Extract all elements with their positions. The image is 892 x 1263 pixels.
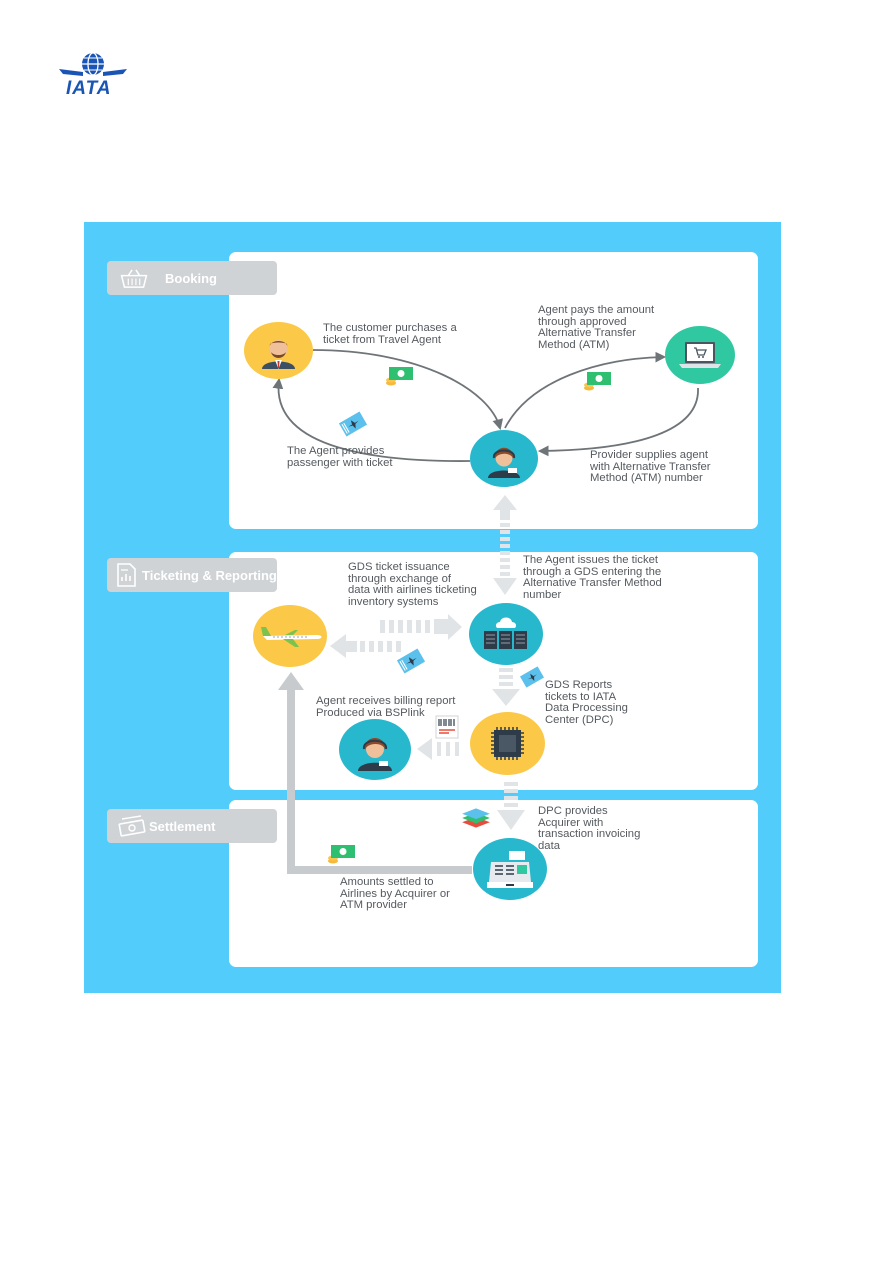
- arrow-agent-to-laptop: [504, 351, 667, 429]
- laptop-cart-icon: [679, 342, 721, 368]
- booking-label-text: Booking: [165, 271, 217, 286]
- billing-report-text: Agent receives billing report Produced v…: [316, 695, 456, 719]
- businessman-icon: [262, 340, 295, 369]
- arrow-chip-to-agent: [417, 738, 459, 760]
- amounts-settled-text: Amounts settled to Airlines by Acquirer …: [340, 876, 450, 912]
- ticketing-label: Ticketing & Reporting: [107, 558, 277, 592]
- arrow-agent-gds: [493, 495, 517, 595]
- agent-pays-text: Agent pays the amount through approved A…: [538, 304, 655, 351]
- money-icon: [386, 367, 413, 386]
- gds-issuance-text: GDS ticket issuance through exchange of …: [348, 561, 477, 608]
- plane-ticket-icon: [339, 411, 367, 437]
- arrow-laptop-to-agent: [537, 387, 699, 457]
- travel-agent-circle: [470, 430, 538, 487]
- provider-supplies-text: Provider supplies agent with Alternative…: [590, 449, 711, 485]
- booking-label: Booking: [107, 261, 277, 295]
- airplane-circle: [253, 605, 327, 667]
- dpc-chip-circle: [470, 712, 545, 775]
- money-icon: [328, 845, 355, 864]
- gds-reports-text: GDS Reports tickets to IATA Data Process…: [545, 679, 628, 726]
- arrow-airplane-from-gds: [330, 634, 401, 658]
- arrow-customer-to-agent: [312, 349, 504, 431]
- settlement-label: Settlement: [107, 809, 277, 843]
- gds-circle: [469, 603, 543, 665]
- arrow-agent-to-customer: [272, 377, 471, 462]
- money-icon: [584, 372, 611, 391]
- airplane-icon: [261, 627, 322, 647]
- arrow-register-to-airplane: [287, 688, 472, 874]
- layer-stack-icon: [462, 808, 490, 828]
- basket-icon: [120, 269, 148, 288]
- travel-agent-icon: [488, 447, 520, 478]
- billing-agent-circle: [339, 719, 411, 780]
- arrow-gds-to-chip: [492, 668, 520, 706]
- barcode-report-icon: [435, 715, 459, 739]
- iata-logo-text: IATA: [66, 78, 112, 99]
- cash-register-circle: [473, 838, 547, 900]
- settlement-label-text: Settlement: [149, 819, 216, 834]
- cloud-server-icon: [484, 617, 527, 649]
- report-document-icon: [117, 563, 136, 587]
- cash-register-icon: [487, 851, 533, 888]
- plane-ticket-icon: [397, 648, 425, 674]
- arrow-chip-to-register: [497, 782, 525, 830]
- billing-agent-icon: [358, 738, 392, 771]
- cash-bills-icon: [118, 815, 146, 837]
- customer-purchase-text: The customer purchases a ticket from Tra…: [323, 322, 457, 346]
- customer-circle: [244, 322, 313, 379]
- processor-chip-icon: [491, 727, 524, 760]
- ticketing-label-text: Ticketing & Reporting: [142, 568, 277, 583]
- agent-issues-text: The Agent issues the ticket through a GD…: [523, 554, 662, 601]
- arrow-gds-to-airplane: [380, 614, 462, 640]
- agent-provides-ticket-text: The Agent provides passenger with ticket: [287, 445, 393, 469]
- dpc-provides-text: DPC provides Acquirer with transaction i…: [538, 805, 641, 852]
- plane-ticket-icon: [520, 666, 544, 688]
- iata-logo-globe-icon: [59, 52, 127, 76]
- laptop-circle: [665, 326, 735, 384]
